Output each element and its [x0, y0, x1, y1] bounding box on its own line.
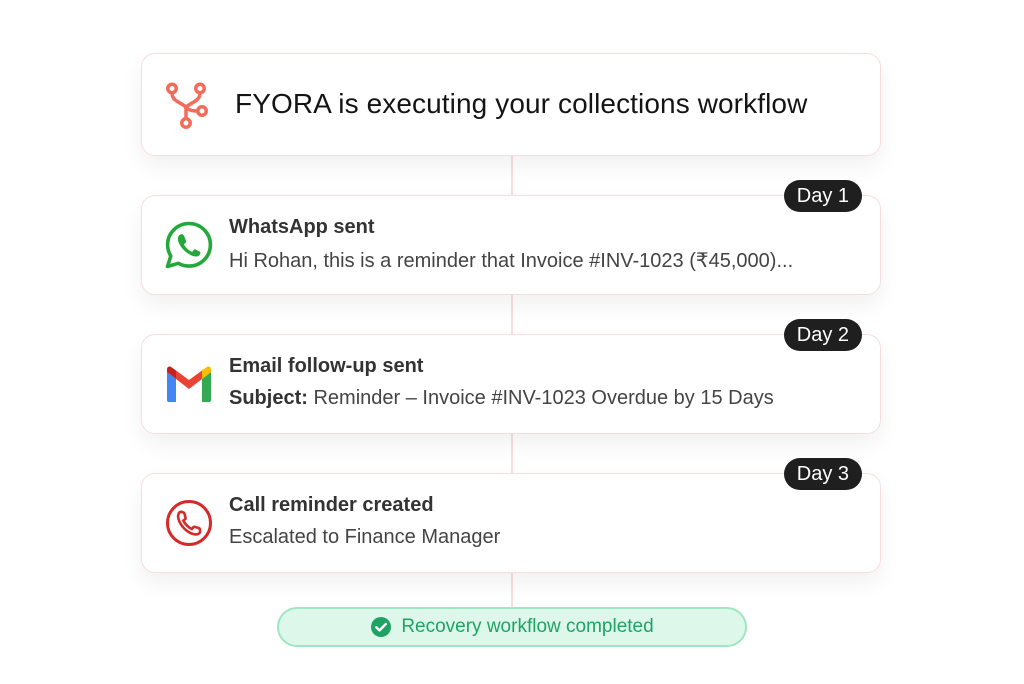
page-title: FYORA is executing your collections work… — [235, 88, 808, 119]
step-description: Subject: Reminder – Invoice #INV-1023 Ov… — [229, 387, 774, 410]
step-description: Escalated to Finance Manager — [229, 526, 500, 549]
check-circle-icon — [371, 617, 392, 637]
timeline-connector — [511, 573, 513, 607]
workflow-branch-icon — [166, 82, 208, 129]
step-title: WhatsApp sent — [229, 216, 375, 238]
gmail-icon — [167, 366, 211, 402]
phone-icon — [166, 500, 212, 546]
timeline-connector — [511, 156, 513, 195]
step-description-text: Reminder – Invoice #INV-1023 Overdue by … — [307, 387, 774, 409]
timeline-connector — [511, 295, 513, 334]
day-badge: Day 2 — [783, 319, 862, 351]
subject-label: Subject: — [229, 387, 308, 409]
step-title: Email follow-up sent — [229, 355, 424, 377]
timeline-connector — [511, 434, 513, 473]
status-badge: Recovery workflow completed — [277, 607, 747, 647]
timeline-step-call: Day 3 Call reminder created Escalated to… — [141, 458, 881, 573]
step-description-text: Escalated to Finance Manager — [229, 526, 501, 548]
step-description-text: Hi Rohan, this is a reminder that Invoic… — [229, 250, 794, 272]
step-description: Hi Rohan, this is a reminder that Invoic… — [229, 248, 793, 273]
timeline-step-whatsapp: Day 1 WhatsApp sent Hi Rohan, this is a … — [141, 180, 881, 295]
whatsapp-icon — [165, 221, 213, 269]
status-text: Recovery workflow completed — [401, 616, 654, 637]
day-badge: Day 1 — [783, 180, 862, 212]
workflow-header-card: FYORA is executing your collections work… — [141, 53, 881, 156]
step-title: Call reminder created — [229, 494, 434, 516]
day-badge: Day 3 — [783, 458, 862, 490]
timeline-step-email: Day 2 Email follow-up sent Subject: Remi… — [141, 319, 881, 434]
